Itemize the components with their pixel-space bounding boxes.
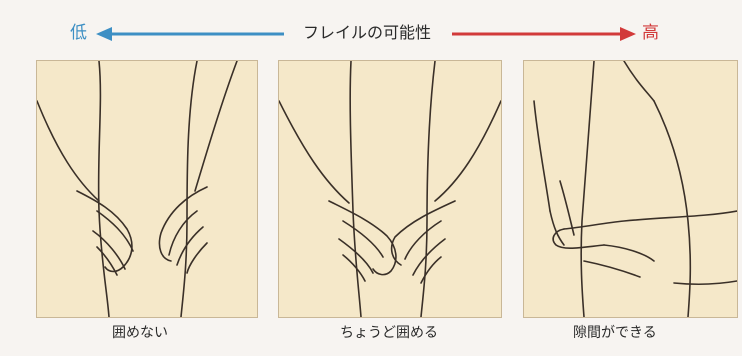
caption-cannot-encircle: 囲めない (112, 325, 168, 341)
scale-high-label: 高 (642, 23, 659, 43)
right-arrow-icon (620, 27, 636, 41)
left-arrow-icon (96, 27, 112, 41)
panel-just-encircle (278, 60, 502, 318)
caption-gap-forms: 隙間ができる (573, 325, 657, 341)
illustration-hands-just-encircle (279, 61, 501, 317)
illustration-hands-gap (533, 61, 737, 317)
panel-gap-forms (523, 60, 738, 318)
frailty-scale: 低 フレイルの可能性 高 (0, 0, 742, 60)
illustration-hands-cannot-encircle (37, 61, 238, 317)
scale-title: フレイルの可能性 (303, 23, 432, 42)
scale-arrows (96, 27, 636, 41)
scale-low-label: 低 (70, 23, 87, 43)
panel-cannot-encircle (36, 60, 258, 318)
caption-just-encircle: ちょうど囲める (340, 325, 438, 341)
